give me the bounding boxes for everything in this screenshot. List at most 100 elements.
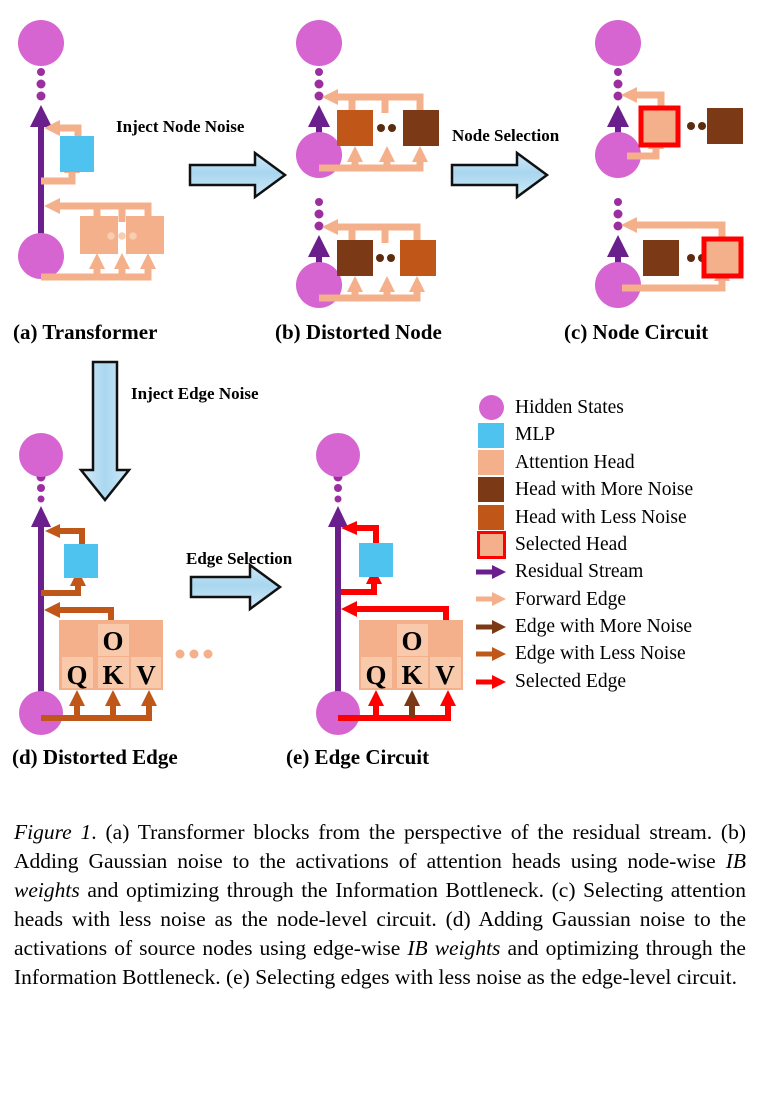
ellipsis-dot (698, 122, 706, 130)
panel-caption-d: (d) Distorted Edge (12, 745, 178, 769)
k-label: K (401, 660, 422, 690)
hidden-state-node-mid (595, 132, 641, 178)
residual-stream-arrowhead (308, 235, 330, 257)
head-more-noise-icon (476, 477, 506, 503)
mlp-output-edge-noisy (45, 524, 85, 545)
head-more-noise-lower-left (337, 240, 373, 276)
head-less-noise-upper-left (337, 110, 373, 146)
edge-more-noise-arrow-icon (476, 614, 506, 640)
legend-label: Selected Head (515, 533, 628, 555)
legend-label: Selected Edge (515, 670, 626, 692)
panel-caption-b: (b) Distorted Node (275, 320, 442, 344)
hidden-state-node-bottom (18, 233, 64, 279)
residual-dot (334, 495, 342, 503)
ellipsis-dot (377, 124, 385, 132)
legend-item-head-less-noise: Head with Less Noise (476, 504, 759, 531)
selected-head-upper (638, 105, 681, 148)
residual-dot (613, 79, 623, 89)
legend-label: Head with Less Noise (515, 506, 687, 528)
o-subblock (397, 624, 428, 656)
residual-dot (613, 91, 623, 101)
edge-selection-arrow (189, 562, 283, 612)
panel-d-distorted-edge: O Q K V (19, 433, 213, 735)
mlp-block (359, 543, 393, 577)
residual-dot (614, 198, 622, 206)
residual-dot (315, 198, 323, 206)
q-subblock (62, 657, 93, 688)
residual-dot (36, 79, 46, 89)
figure-caption-text-1: . (a) Transformer blocks from the perspe… (14, 820, 746, 873)
ellipsis-dot (376, 254, 384, 262)
node-selection-arrow (450, 150, 550, 200)
legend-label: Head with More Noise (515, 479, 694, 501)
residual-stream-arrow-icon (476, 559, 506, 585)
legend-item-forward-edge: Forward Edge (476, 586, 759, 613)
figure-caption-italic-1: IB weights (14, 848, 746, 902)
mlp-block (60, 136, 94, 172)
legend-item-head-more-noise: Head with More Noise (476, 476, 759, 503)
diagram-canvas: O Q K V (18, 20, 744, 735)
ellipsis-dot (203, 649, 213, 659)
residual-stream-arrowhead (308, 105, 330, 127)
legend-item-residual-stream: Residual Stream (476, 558, 759, 585)
ellipsis-dot (388, 124, 396, 132)
residual-dot (613, 221, 623, 231)
panel-c-node-circuit (595, 20, 744, 308)
hidden-state-node-top (595, 20, 641, 66)
mlp-output-edge-selected (341, 521, 379, 543)
residual-stream-arrowhead (607, 235, 629, 257)
panel-caption-a: (a) Transformer (13, 320, 158, 344)
residual-stream-line (335, 520, 341, 700)
ellipsis-dot (687, 254, 695, 262)
residual-dot (613, 209, 623, 219)
panel-b-distorted-node (296, 20, 439, 308)
hidden-state-node-top (316, 433, 360, 477)
residual-dot (36, 91, 46, 101)
attention-input-edges-lower (319, 276, 425, 302)
k-label: K (102, 660, 123, 690)
residual-dot (314, 209, 324, 219)
hidden-states-icon (476, 395, 506, 421)
legend-label: Forward Edge (515, 588, 627, 610)
qkv-input-edges-noisy (41, 690, 157, 721)
attention-output-edges-lower (322, 219, 421, 243)
legend-item-edge-less-noise: Edge with Less Noise (476, 641, 759, 668)
v-subblock (430, 657, 461, 688)
k-subblock (397, 657, 428, 688)
head-more-noise-upper-right (403, 110, 439, 146)
legend-label: Attention Head (515, 451, 635, 473)
hidden-state-node-bottom (595, 262, 641, 308)
panel-caption-e: (e) Edge Circuit (286, 745, 430, 769)
residual-dot (37, 495, 45, 503)
q-subblock (361, 657, 392, 688)
selected-head-output-edge-upper (621, 87, 665, 109)
k-input-edge-unselected (404, 690, 420, 718)
hidden-state-node-bottom (19, 691, 63, 735)
inject-node-noise-arrow (188, 150, 288, 200)
residual-stream-line (38, 119, 44, 259)
edge-less-noise-arrow-icon (476, 641, 506, 667)
selected-head-output-edge-lower (621, 217, 726, 239)
v-label: V (435, 660, 455, 690)
ellipsis-dot (129, 232, 137, 240)
legend-item-edge-more-noise: Edge with More Noise (476, 613, 759, 640)
hidden-state-node-top (296, 20, 342, 66)
residual-dot (614, 68, 622, 76)
unselected-head-upper (707, 108, 743, 144)
hidden-state-node-top (19, 433, 63, 477)
panel-caption-c: (c) Node Circuit (564, 320, 709, 344)
attention-input-edges-upper (319, 146, 428, 172)
residual-stream-line (38, 520, 44, 700)
residual-stream-arrowhead (607, 105, 629, 127)
residual-dot (37, 484, 45, 492)
ellipsis-dot (687, 122, 695, 130)
figure-caption-text-3: and optimizing through the Information B… (14, 935, 746, 989)
hidden-state-node-bottom (316, 691, 360, 735)
legend-item-mlp: MLP (476, 421, 759, 448)
q-label: Q (365, 660, 386, 690)
ellipsis-dot (175, 649, 185, 659)
o-label: O (102, 626, 123, 656)
legend-item-attention-head: Attention Head (476, 449, 759, 476)
residual-dot (334, 484, 342, 492)
